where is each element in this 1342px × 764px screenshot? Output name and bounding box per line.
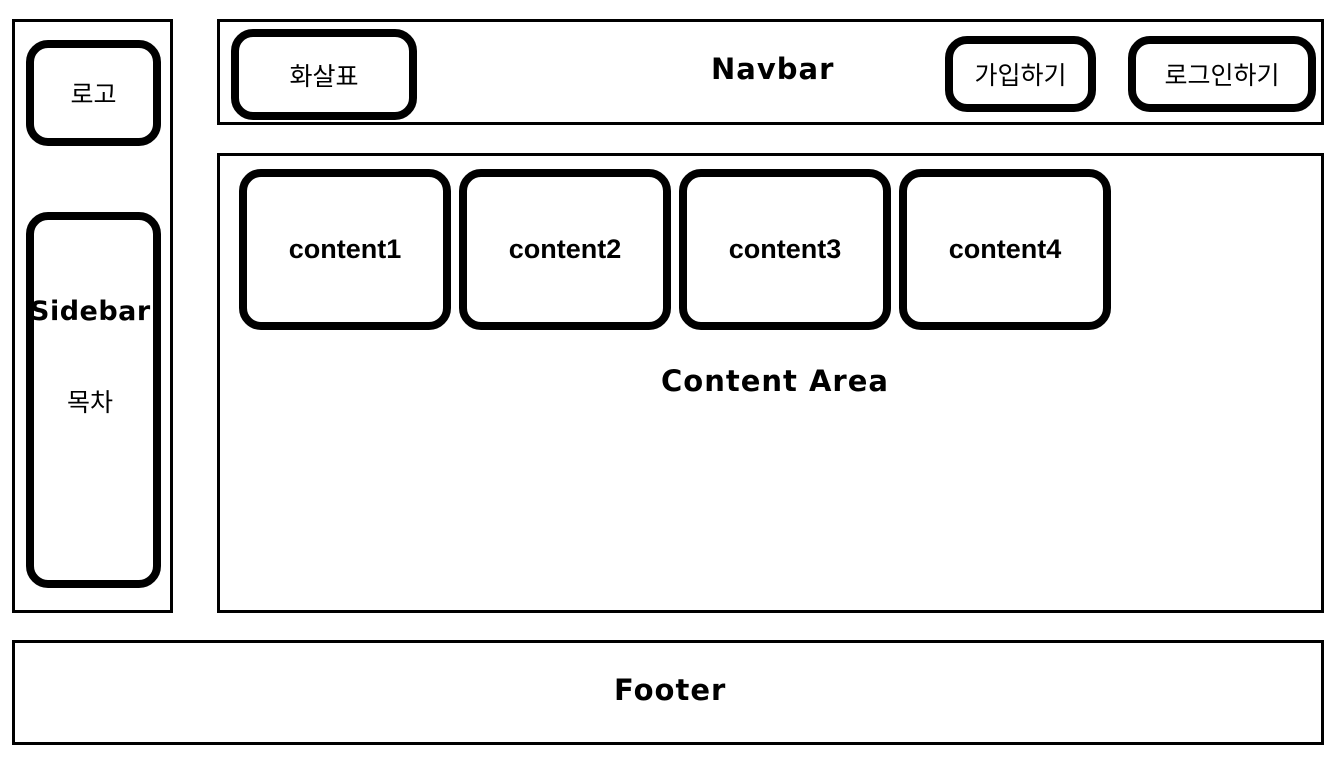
toc-box[interactable]: [26, 212, 161, 588]
content-card-2[interactable]: content2: [459, 169, 671, 330]
content-card-label: content1: [288, 234, 402, 264]
signup-button[interactable]: 가입하기: [945, 36, 1096, 112]
content-card-label: content2: [508, 234, 622, 264]
content-card-4[interactable]: content4: [899, 169, 1111, 330]
sidebar-title: Sidebar: [30, 296, 151, 327]
content-card-label: content3: [728, 234, 842, 264]
content-card-1[interactable]: content1: [239, 169, 451, 330]
toc-label: 목차: [67, 388, 114, 417]
arrow-button[interactable]: 화살표: [231, 29, 417, 120]
content-area-title: Content Area: [661, 364, 889, 398]
footer: [12, 640, 1324, 745]
content-card-3[interactable]: content3: [679, 169, 891, 330]
footer-title: Footer: [614, 673, 727, 707]
sidebar: [12, 19, 173, 613]
login-label: 로그인하기: [1164, 61, 1280, 90]
arrow-label: 화살표: [289, 61, 359, 91]
content-card-label: content4: [948, 234, 1062, 264]
logo-label: 로고: [70, 80, 117, 109]
logo-box[interactable]: 로고: [26, 40, 161, 146]
navbar-title: Navbar: [711, 52, 835, 86]
login-button[interactable]: 로그인하기: [1128, 36, 1316, 112]
navbar: [217, 19, 1324, 125]
signup-label: 가입하기: [974, 61, 1067, 90]
content-area: [217, 153, 1324, 613]
